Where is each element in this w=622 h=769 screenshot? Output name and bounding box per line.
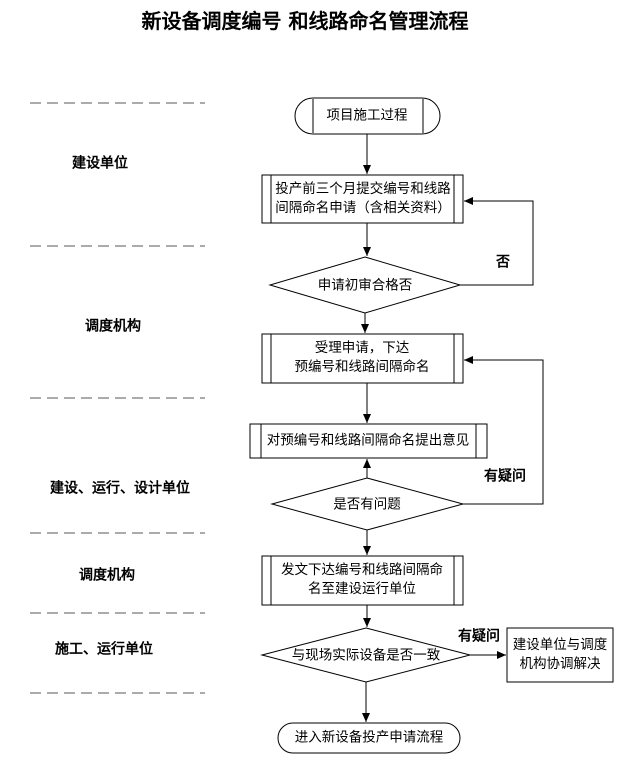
flow-shapes <box>249 97 614 754</box>
issue-box-shape <box>261 555 464 606</box>
flow-connectors <box>361 134 544 722</box>
submit-box-label: 投产前三个月提交编号和线路 间隔命名申请（含相关资料） <box>275 180 451 218</box>
edge-label-no: 否 <box>496 254 510 271</box>
submit-box-label-line2: 间隔命名申请（含相关资料） <box>275 200 451 216</box>
page-title: 新设备调度编号 和线路命名管理流程 <box>0 8 610 34</box>
page-title-line2: 和线路命名管理流程 <box>288 9 469 33</box>
start-terminator-shape <box>294 97 441 135</box>
consistent-diamond-shape <box>260 627 472 683</box>
lane-label-construction-operation-design: 建设、运行、设计单位 <box>50 480 190 497</box>
coordinate-box-label: 建设单位与调度 机构协调解决 <box>513 636 608 674</box>
issue-box-label-line2: 名至建设运行单位 <box>308 581 416 597</box>
opinion-box-label: 对预编号和线路间隔命名提出意见 <box>266 432 470 449</box>
consistent-diamond-label: 与现场实际设备是否一致 <box>291 647 441 664</box>
edge-label-doubt-lower: 有疑问 <box>458 628 500 645</box>
lane-label-dispatch-agency-2: 调度机构 <box>79 567 135 584</box>
coordinate-box-label-line2: 机构协调解决 <box>519 656 601 672</box>
accept-box-label: 受理申请，下达 预编号和线路间隔命名 <box>295 339 430 377</box>
lane-label-construction-operation-unit: 施工、运行单位 <box>55 641 153 658</box>
lane-label-dispatch-agency-1: 调度机构 <box>85 318 141 335</box>
page-title-line1: 新设备调度编号 <box>141 9 282 33</box>
accept-box-label-line1: 受理申请，下达 <box>314 340 410 356</box>
initial-review-diamond-label: 申请初审合格否 <box>317 277 413 294</box>
lane-label-construction-unit: 建设单位 <box>72 155 128 172</box>
has-problem-diamond-label: 是否有问题 <box>333 496 401 513</box>
lane-dividers <box>30 102 205 694</box>
edge-label-doubt-upper: 有疑问 <box>484 468 526 485</box>
submit-box-label-line1: 投产前三个月提交编号和线路 <box>275 181 451 197</box>
start-terminator-label: 项目施工过程 <box>326 107 408 124</box>
opinion-box-shape <box>249 423 488 459</box>
coordinate-box-shape <box>506 627 614 683</box>
coordinate-box-label-line1: 建设单位与调度 <box>512 637 608 653</box>
has-problem-diamond-shape <box>270 477 465 531</box>
arrow-doubt-loop <box>463 356 544 505</box>
accept-box-label-line2: 预编号和线路间隔命名 <box>294 359 430 375</box>
end-terminator-shape <box>277 722 461 754</box>
initial-review-diamond-shape <box>268 256 462 314</box>
issue-box-label: 发文下达编号和线路间隔命 名至建设运行单位 <box>281 561 443 599</box>
arrow-no-loop <box>460 197 534 286</box>
end-terminator-label: 进入新设备投产申请流程 <box>294 729 444 746</box>
submit-box-shape <box>261 174 464 224</box>
issue-box-label-line1: 发文下达编号和线路间隔命 <box>281 562 443 578</box>
accept-box-shape <box>261 333 464 384</box>
